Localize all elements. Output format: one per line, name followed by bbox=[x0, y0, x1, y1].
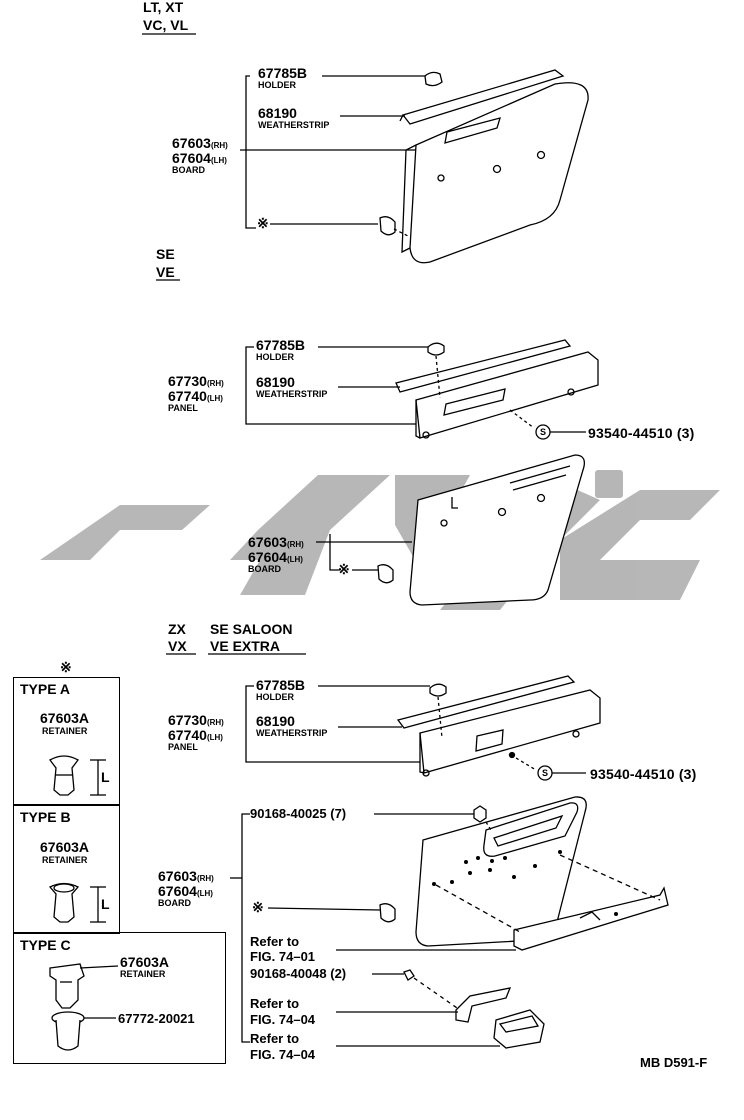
part-panel-1-lh: 67740(LH) bbox=[168, 388, 223, 404]
part-weatherstrip-2: 68190 bbox=[256, 374, 295, 390]
part-board-2-lh: 67604(LH) bbox=[248, 549, 303, 565]
variant-ve: VE bbox=[156, 264, 175, 280]
part-holder-1-desc: HOLDER bbox=[258, 80, 296, 90]
part-panel-1-desc: PANEL bbox=[168, 403, 198, 413]
part-weatherstrip-1-desc: WEATHERSTRIP bbox=[258, 120, 330, 130]
screw-mark-2: S bbox=[542, 768, 549, 778]
part-weatherstrip-3-desc: WEATHERSTRIP bbox=[256, 728, 328, 738]
type-b-heading: TYPE B bbox=[20, 809, 71, 825]
clip-mark-3: ※ bbox=[252, 899, 264, 915]
type-a-heading: TYPE A bbox=[20, 681, 71, 697]
part-weatherstrip-3: 68190 bbox=[256, 713, 295, 729]
type-a-box bbox=[13, 677, 120, 806]
ref-fig-74-04-d: FIG. 74–04 bbox=[250, 1047, 316, 1062]
part-board-3-lh: 67604(LH) bbox=[158, 883, 213, 899]
ref-fig-74-04-c: Refer to bbox=[250, 1031, 300, 1046]
type-c-heading: TYPE C bbox=[20, 937, 71, 953]
part-weatherstrip-1: 68190 bbox=[258, 105, 297, 121]
part-holder-3-desc: HOLDER bbox=[256, 692, 294, 702]
variant-ve-extra: VE EXTRA bbox=[210, 638, 281, 654]
variant-vc-vl: VC, VL bbox=[143, 17, 189, 33]
type-c-desc: RETAINER bbox=[120, 969, 166, 979]
part-holder-2-desc: HOLDER bbox=[256, 352, 294, 362]
footer-code: MB D591-F bbox=[640, 1055, 708, 1070]
ref-fig-74-01-b: FIG. 74–01 bbox=[250, 949, 316, 964]
type-c-grommet: 67772-20021 bbox=[118, 1011, 195, 1026]
part-panel-2-lh: 67740(LH) bbox=[168, 727, 223, 743]
part-holder-3: 67785B bbox=[256, 677, 306, 693]
part-holder-1: 67785B bbox=[258, 65, 308, 81]
part-board-1-lh: 67604(LH) bbox=[172, 150, 227, 166]
type-a-desc: RETAINER bbox=[42, 726, 88, 736]
group-se-panel bbox=[245, 339, 599, 440]
retainer-drawings bbox=[48, 755, 119, 1051]
type-b-dim: L bbox=[101, 896, 110, 912]
type-c-box bbox=[13, 932, 226, 1064]
ref-fig-74-01-a: Refer to bbox=[250, 934, 300, 949]
part-holder-2: 67785B bbox=[256, 337, 306, 353]
type-a-part: 67603A bbox=[40, 710, 90, 726]
group-zx-board bbox=[230, 796, 669, 1049]
part-panel-2-desc: PANEL bbox=[168, 742, 198, 752]
ref-fig-74-04-a: Refer to bbox=[250, 996, 300, 1011]
part-bolt-2: 90168-40048 (2) bbox=[250, 966, 347, 981]
ref-fig-74-04-b: FIG. 74–04 bbox=[250, 1012, 316, 1027]
part-board-3-desc: BOARD bbox=[158, 898, 191, 908]
watermark-logo bbox=[40, 470, 720, 610]
type-c-part: 67603A bbox=[120, 954, 170, 970]
type-b-desc: RETAINER bbox=[42, 855, 88, 865]
part-board-1-rh: 67603(RH) bbox=[172, 135, 228, 151]
variant-vx: VX bbox=[168, 638, 187, 654]
type-b-part: 67603A bbox=[40, 839, 90, 855]
part-panel-2-rh: 67730(RH) bbox=[168, 712, 224, 728]
part-screw-1: 93540-44510 (3) bbox=[588, 425, 695, 441]
group-zx-panel bbox=[245, 675, 601, 781]
screw-mark-1: S bbox=[540, 427, 547, 437]
variant-lt-xt: LT, XT bbox=[143, 0, 184, 15]
part-panel-1-rh: 67730(RH) bbox=[168, 373, 224, 389]
part-board-1-desc: BOARD bbox=[172, 165, 205, 175]
retainer-legend-mark: ※ bbox=[60, 659, 72, 675]
part-screw-2: 93540-44510 (3) bbox=[590, 766, 697, 782]
group-lt-board bbox=[240, 69, 589, 264]
variant-zx: ZX bbox=[168, 621, 186, 637]
variant-se: SE bbox=[156, 246, 175, 262]
clip-mark-2: ※ bbox=[338, 561, 350, 577]
group-se-board bbox=[316, 454, 586, 606]
part-board-2-desc: BOARD bbox=[248, 564, 281, 574]
variant-se-saloon: SE SALOON bbox=[210, 621, 293, 637]
clip-mark-1: ※ bbox=[257, 215, 269, 231]
part-weatherstrip-2-desc: WEATHERSTRIP bbox=[256, 389, 328, 399]
type-b-box bbox=[13, 804, 120, 934]
part-bolt-1: 90168-40025 (7) bbox=[250, 806, 347, 821]
part-board-2-rh: 67603(RH) bbox=[248, 534, 304, 550]
type-a-dim: L bbox=[101, 769, 110, 785]
part-board-3-rh: 67603(RH) bbox=[158, 868, 214, 884]
